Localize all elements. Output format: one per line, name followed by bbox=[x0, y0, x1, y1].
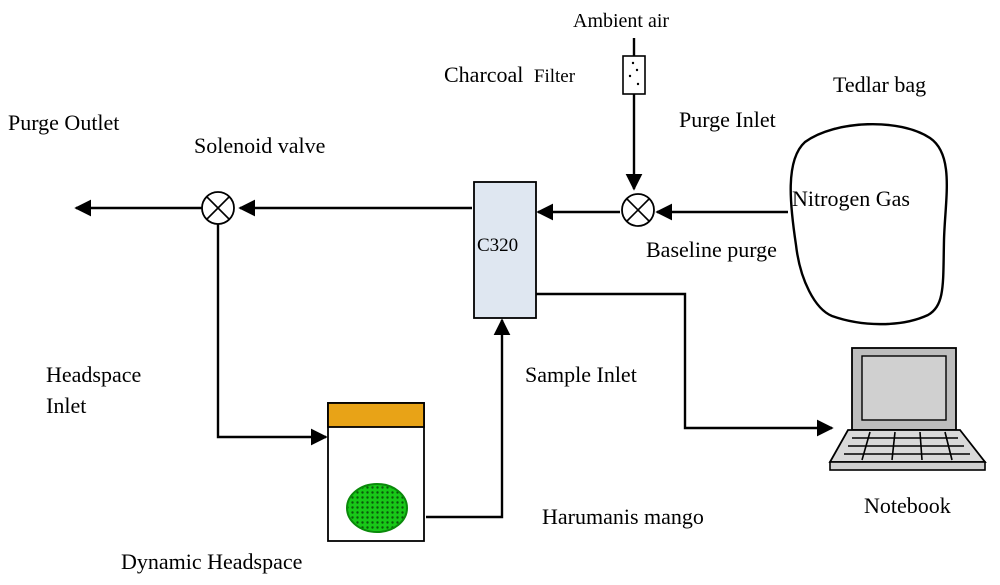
headspace-inlet-label-line1: Headspace bbox=[46, 362, 141, 387]
c320-to-notebook-line bbox=[536, 292, 834, 437]
notebook-label: Notebook bbox=[864, 493, 951, 518]
nitrogen-gas-label: Nitrogen Gas bbox=[792, 186, 910, 211]
c320-box bbox=[473, 181, 537, 319]
dynamic-headspace-vessel bbox=[327, 402, 425, 542]
mango-icon bbox=[346, 483, 408, 533]
filter-label: Filter bbox=[534, 66, 576, 87]
sample-inlet-line bbox=[426, 318, 511, 519]
charcoal-label: Charcoal bbox=[444, 62, 523, 87]
headspace-inlet-line bbox=[216, 224, 328, 446]
c320-label: C320 bbox=[477, 235, 518, 256]
dynamic-headspace-label: Dynamic Headspace bbox=[121, 549, 302, 574]
purge-inlet-valve bbox=[621, 193, 655, 227]
ambient-air-label: Ambient air bbox=[573, 10, 669, 32]
sample-inlet-label: Sample Inlet bbox=[525, 362, 637, 387]
tedlar-bag-label: Tedlar bag bbox=[833, 72, 926, 97]
harumanis-mango-label: Harumanis mango bbox=[542, 504, 704, 529]
solenoid-valve-icon bbox=[201, 191, 235, 225]
baseline-purge-label: Baseline purge bbox=[646, 237, 777, 262]
solenoid-valve-label: Solenoid valve bbox=[194, 133, 325, 158]
charcoal-filter-label: Charcoal Filter bbox=[444, 62, 576, 87]
notebook-icon bbox=[828, 347, 987, 471]
charcoal-filter bbox=[622, 55, 646, 95]
headspace-inlet-label-line2: Inlet bbox=[46, 393, 86, 418]
tedlar-bag bbox=[789, 123, 949, 326]
purge-inlet-label: Purge Inlet bbox=[679, 107, 776, 132]
purge-outlet-label: Purge Outlet bbox=[8, 110, 119, 135]
